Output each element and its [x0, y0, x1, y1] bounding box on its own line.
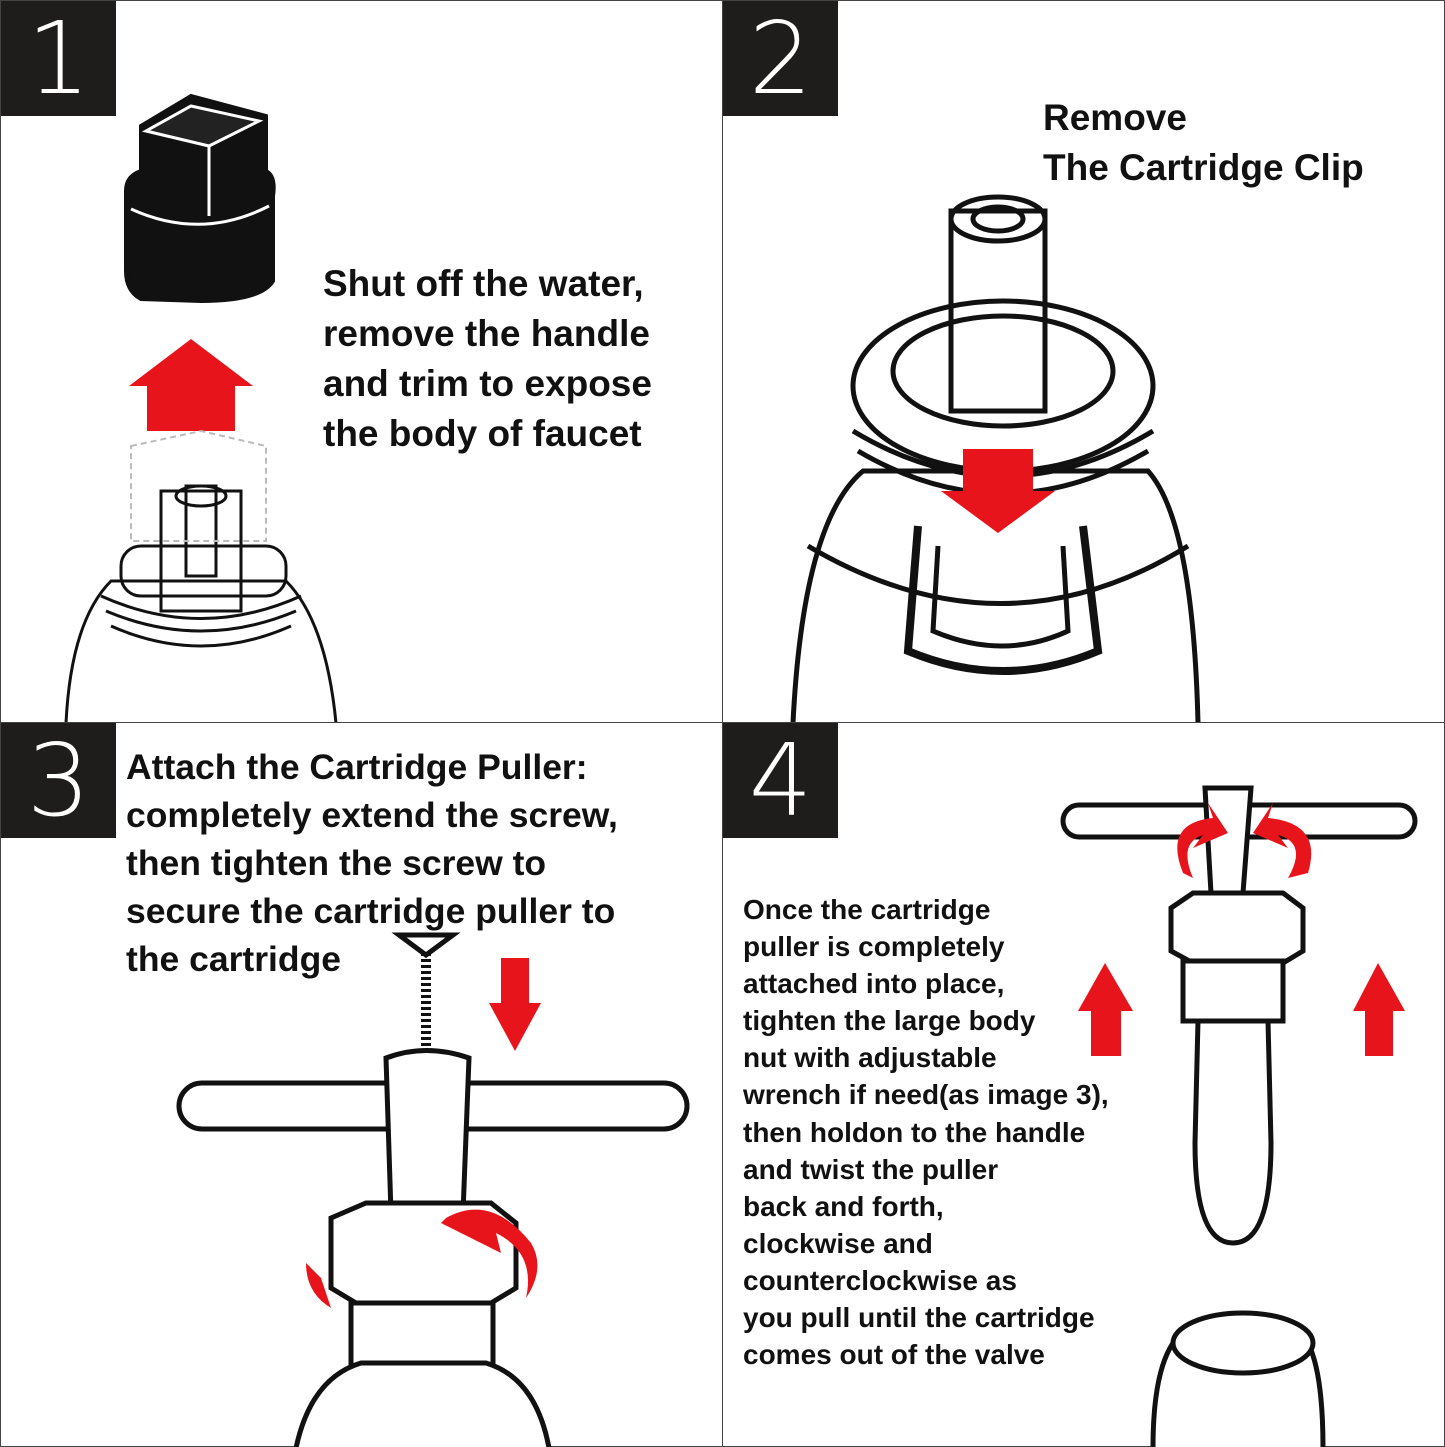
step-number-badge: 2: [723, 1, 838, 116]
handle-removal-illustration: [64, 93, 338, 723]
step-number-badge: 4: [723, 723, 838, 838]
cartridge-puller-icon: [1060, 785, 1418, 1447]
step-4-instruction: Once the cartridge puller is completely …: [743, 894, 1109, 1371]
step-1-instruction: Shut off the water, remove the handle an…: [323, 263, 652, 454]
arrow-down-icon: [489, 958, 541, 1051]
arrow-up-icon: [1353, 963, 1405, 1056]
step-2-panel: 2 Remove The Cartridge Clip: [722, 0, 1445, 724]
puller-attach-illustration: [176, 932, 690, 1447]
step-number-badge: 3: [1, 723, 116, 838]
step-2-instruction: Remove The Cartridge Clip: [1043, 97, 1364, 188]
step-4-panel: 4 Once the cartridge puller is completel…: [722, 722, 1445, 1447]
step-number-badge: 1: [1, 1, 116, 116]
clip-removal-illustration: [790, 194, 1201, 723]
step-1-panel: 1 Shut off the water, remove the handle …: [0, 0, 724, 724]
step-3-instruction: Attach the Cartridge Puller: completely …: [126, 747, 618, 979]
rotate-arrow-icon: [306, 1209, 538, 1308]
step-3-panel: 3 Attach the Cartridge Puller: completel…: [0, 722, 724, 1447]
rotate-arrow-icon: [1177, 803, 1312, 878]
arrow-up-icon: [1078, 963, 1133, 1056]
handle-icon: [124, 93, 276, 304]
cartridge-puller-icon: [176, 932, 690, 1447]
faucet-body-icon: [64, 484, 338, 723]
handle-outline-icon: [130, 429, 267, 542]
cartridge-pull-illustration: [1060, 785, 1418, 1447]
arrow-down-icon: [941, 449, 1055, 533]
arrow-up-icon: [129, 339, 253, 431]
